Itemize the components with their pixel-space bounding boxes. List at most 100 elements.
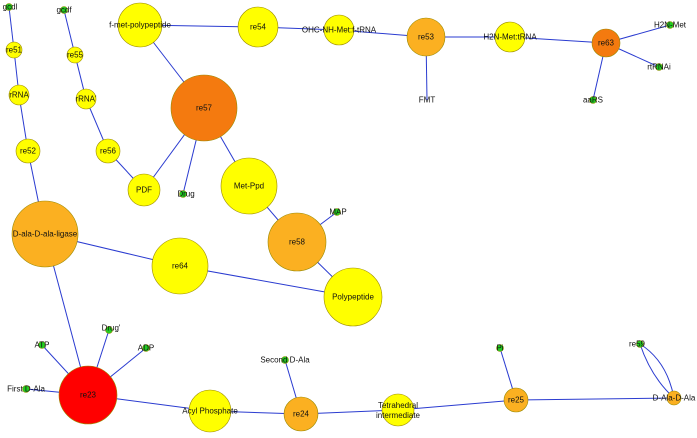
node-label-drug: Drug <box>177 190 194 199</box>
node-circle-re51[interactable] <box>5 41 23 59</box>
node-circle-pdf[interactable] <box>127 173 161 207</box>
node-fmt[interactable]: FMT <box>419 96 436 105</box>
node-circle-rRNA[interactable] <box>8 84 30 106</box>
node-rRNA[interactable]: rRNA <box>8 84 30 106</box>
node-circle-map[interactable] <box>333 208 341 216</box>
node-h2nmet2[interactable]: H2N-Met <box>654 21 687 30</box>
node-gcdf[interactable]: gcdf <box>56 6 72 15</box>
node-fmet[interactable]: f-met-polypeptide <box>109 2 171 48</box>
node-circle-re63[interactable] <box>591 28 621 58</box>
node-circle-re56[interactable] <box>95 138 121 164</box>
node-re56[interactable]: re56 <box>95 138 121 164</box>
node-re24[interactable]: re24 <box>283 396 319 432</box>
node-label-h2nmet2: H2N-Met <box>654 21 687 30</box>
node-label-map: MAP <box>329 208 346 217</box>
node-re54[interactable]: re54 <box>237 6 279 48</box>
node-label-pdf: PDF <box>136 186 152 195</box>
node-circle-dalaDala[interactable] <box>666 390 682 406</box>
node-circle-rtrnai[interactable] <box>655 63 663 71</box>
node-polypeptide[interactable]: Polypeptide <box>323 267 383 327</box>
node-metppd[interactable]: Met-Ppd <box>220 157 278 215</box>
node-circle-ddal[interactable] <box>11 200 79 268</box>
node-label-rRNA: rRNA <box>9 91 29 100</box>
node-circle-h2nmet[interactable] <box>494 21 526 53</box>
node-circle-h2nmet2[interactable] <box>666 21 674 29</box>
node-re53[interactable]: re53 <box>406 17 446 57</box>
node-re52[interactable]: re52 <box>15 138 41 164</box>
node-label-re57: re57 <box>196 104 213 113</box>
node-circle-re25[interactable] <box>503 387 529 413</box>
node-label-re24: re24 <box>293 410 310 419</box>
node-label-re54: re54 <box>250 23 267 32</box>
node-re57[interactable]: re57 <box>170 74 238 142</box>
node-circle-acylp[interactable] <box>188 389 232 433</box>
node-seconddala[interactable]: Second D-Ala <box>260 356 310 365</box>
node-label-re23: re23 <box>80 391 97 400</box>
node-re63[interactable]: re63 <box>591 28 621 58</box>
node-re25[interactable]: re25 <box>503 387 529 413</box>
node-firstdala[interactable]: First D-Ala <box>7 385 45 394</box>
node-label-drug2: Drug' <box>102 324 121 333</box>
node-h2nmet[interactable]: H2N-Met:tRNA <box>483 21 537 53</box>
node-atp[interactable]: ATP <box>35 341 50 350</box>
node-label-fmt: FMT <box>419 96 436 105</box>
node-circle-re54[interactable] <box>237 6 279 48</box>
node-circle-ohcnh[interactable] <box>323 14 355 46</box>
node-drug[interactable]: Drug <box>177 190 194 199</box>
node-label-ohcnh: OHC-NH-Met:f-tRNA <box>302 26 377 35</box>
node-pdf[interactable]: PDF <box>127 173 161 207</box>
nodes-layer: gcdl gcdf re51 re55 rRNA rRNA' re52 re56 f-met-p… <box>3 3 696 433</box>
node-gcdl[interactable]: gcdl <box>3 3 18 12</box>
node-circle-tetra[interactable] <box>381 393 415 427</box>
node-circle-atp[interactable] <box>38 341 46 349</box>
node-label-seconddala: Second D-Ala <box>260 356 310 365</box>
node-circle-re52[interactable] <box>15 138 41 164</box>
edge-re25-dalaDala <box>515 397 675 401</box>
node-circle-fmet[interactable] <box>117 2 163 48</box>
node-rtrnai[interactable]: rtRNAi <box>647 63 671 72</box>
node-circle-re58[interactable] <box>267 212 327 272</box>
node-circle-re23[interactable] <box>58 365 118 425</box>
node-re23[interactable]: re23 <box>58 365 118 425</box>
node-circle-rRNA2[interactable] <box>75 88 97 110</box>
node-label-polypeptide: Polypeptide <box>332 293 374 302</box>
node-circle-re55[interactable] <box>66 46 84 64</box>
node-label-adp: ADP <box>138 344 154 353</box>
node-pi[interactable]: Pi <box>496 344 504 353</box>
node-circle-adp[interactable] <box>142 344 150 352</box>
node-circle-gcdf[interactable] <box>60 6 68 14</box>
node-circle-pi[interactable] <box>496 344 504 352</box>
node-adp[interactable]: ADP <box>138 344 154 353</box>
node-circle-re24[interactable] <box>283 396 319 432</box>
node-circle-aars[interactable] <box>589 96 597 104</box>
node-circle-re64[interactable] <box>151 237 209 295</box>
node-ddal[interactable]: D-ala-D-ala-ligase <box>11 200 79 268</box>
node-ohcnh[interactable]: OHC-NH-Met:f-tRNA <box>302 14 377 46</box>
node-circle-re57[interactable] <box>170 74 238 142</box>
node-label-rtrnai: rtRNAi <box>647 63 671 72</box>
node-map[interactable]: MAP <box>329 208 346 217</box>
node-re55[interactable]: re55 <box>66 46 84 64</box>
node-re51[interactable]: re51 <box>5 41 23 59</box>
node-label-rRNA2: rRNA' <box>75 95 97 104</box>
node-label-gcdf: gcdf <box>56 6 72 15</box>
node-circle-drug2[interactable] <box>105 326 113 334</box>
node-re64[interactable]: re64 <box>151 237 209 295</box>
node-label-ddal: D-ala-D-ala-ligase <box>13 230 78 239</box>
node-circle-firstdala[interactable] <box>22 385 30 393</box>
node-dalaDala[interactable]: D-Ala-D-Ala <box>653 390 696 406</box>
node-circle-re53[interactable] <box>406 17 446 57</box>
node-acylp[interactable]: Acyl Phosphate <box>182 389 238 433</box>
node-re58[interactable]: re58 <box>267 212 327 272</box>
node-circle-seconddala[interactable] <box>281 356 289 364</box>
node-circle-polypeptide[interactable] <box>323 267 383 327</box>
node-re59[interactable]: re59 <box>629 340 646 349</box>
node-circle-gcdl[interactable] <box>5 3 13 11</box>
node-rRNA2[interactable]: rRNA' <box>75 88 97 110</box>
node-circle-drug[interactable] <box>179 190 187 198</box>
node-circle-metppd[interactable] <box>220 157 278 215</box>
node-aars[interactable]: aaRS <box>583 96 603 105</box>
node-drug2[interactable]: Drug' <box>102 324 121 334</box>
node-circle-re59[interactable] <box>636 340 644 348</box>
